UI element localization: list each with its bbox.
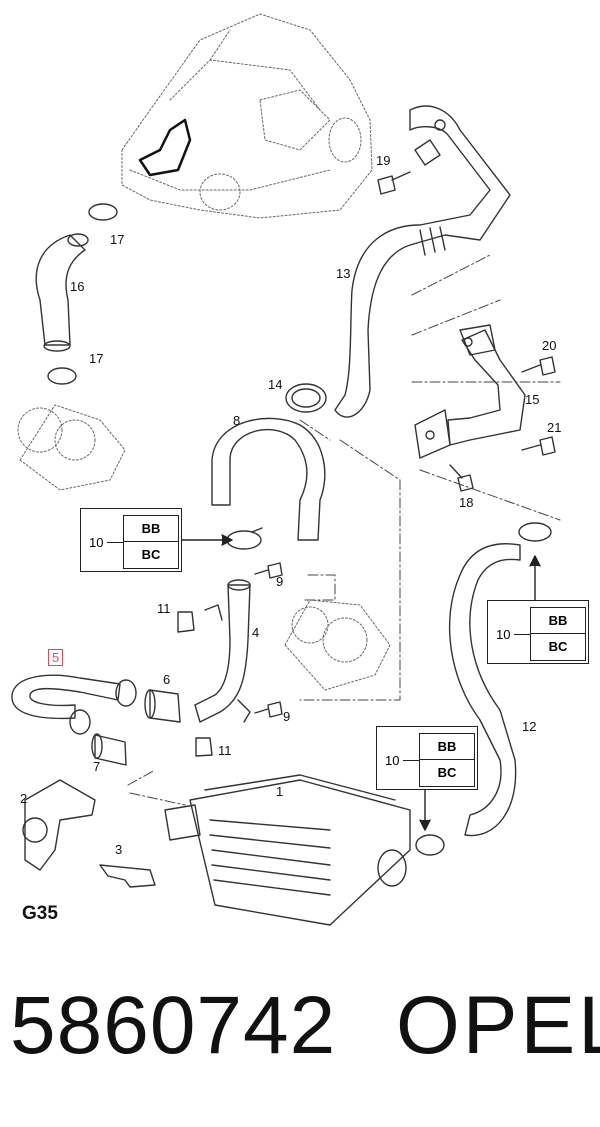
code-cell: BB (548, 613, 568, 628)
callout-12: 12 (522, 719, 537, 734)
bracket-3 (99, 864, 156, 888)
car-sketch (121, 13, 373, 219)
pipe-4 (194, 584, 251, 723)
parts-diagram (11, 13, 561, 926)
callout-17-upper: 17 (110, 232, 125, 247)
sleeve-6 (149, 689, 181, 723)
callout-2: 2 (20, 791, 28, 806)
callout-18: 18 (459, 495, 474, 510)
figure-code: G35 (22, 903, 58, 924)
hose-8 (211, 417, 326, 541)
callout-21: 21 (547, 420, 562, 435)
code-box-table: BB BC (530, 607, 586, 661)
callout-11-lower: 11 (218, 743, 232, 758)
part-number: 5860742 (10, 980, 337, 1071)
bracket-2 (24, 779, 96, 871)
callout-13: 13 (336, 266, 351, 281)
code-box-leader (107, 542, 123, 543)
callout-14: 14 (268, 377, 283, 392)
hose-5 (11, 674, 121, 720)
bolt-20 (521, 356, 556, 376)
intercooler-1 (189, 779, 411, 926)
code-cell: BC (531, 633, 585, 659)
sleeve-7 (94, 734, 127, 766)
callout-9-lower: 9 (283, 709, 291, 724)
code-box-hose-8: 10 BB BC (80, 508, 182, 572)
code-box-number: 10 (385, 753, 400, 768)
callout-8: 8 (233, 413, 241, 428)
turbo-sketch-upper (17, 404, 126, 491)
code-box-table: BB BC (123, 515, 179, 569)
bolt-21 (521, 436, 556, 456)
callout-11-upper: 11 (157, 601, 171, 616)
code-cell: BC (420, 759, 474, 785)
clamp-14 (285, 383, 327, 413)
car-hose-highlight (138, 118, 192, 177)
callout-20: 20 (542, 338, 557, 353)
bolt-19 (377, 171, 411, 195)
bolt-18 (449, 464, 474, 492)
code-cell: BB (141, 521, 161, 536)
callout-7: 7 (93, 759, 101, 774)
code-box-table: BB BC (419, 733, 475, 787)
code-box-number: 10 (496, 627, 511, 642)
hose-12 (448, 543, 521, 837)
code-cell: BB (437, 739, 457, 754)
callout-9-upper: 9 (276, 574, 284, 589)
code-box-leader (514, 634, 530, 635)
turbo-sketch-lower (284, 599, 391, 691)
callout-19: 19 (376, 153, 391, 168)
clamp-17-lower (47, 367, 77, 385)
clamp-10-b (518, 522, 552, 542)
bolt-9-upper (254, 562, 283, 579)
callout-6: 6 (163, 672, 171, 687)
clip-11-lower (195, 737, 213, 757)
callout-3: 3 (115, 842, 123, 857)
callout-15: 15 (525, 392, 540, 407)
code-box-leader (403, 760, 419, 761)
callout-16: 16 (70, 279, 85, 294)
code-box-number: 10 (89, 535, 104, 550)
code-box-hose-12: 10 BB BC (487, 600, 589, 664)
callout-4: 4 (252, 625, 260, 640)
callout-1: 1 (276, 784, 284, 799)
clamp-10-c (415, 834, 445, 856)
callout-17-lower: 17 (89, 351, 104, 366)
code-cell: BC (124, 541, 178, 567)
pipe-15 (447, 329, 526, 446)
brand-name: OPEL (396, 980, 600, 1071)
clip-11-upper (177, 611, 195, 633)
callout-5[interactable]: 5 (48, 649, 64, 666)
clamp-17-upper (88, 203, 118, 221)
bolt-9-lower (254, 701, 283, 718)
pipe-13 (334, 105, 511, 418)
code-box-intercooler: 10 BB BC (376, 726, 478, 790)
